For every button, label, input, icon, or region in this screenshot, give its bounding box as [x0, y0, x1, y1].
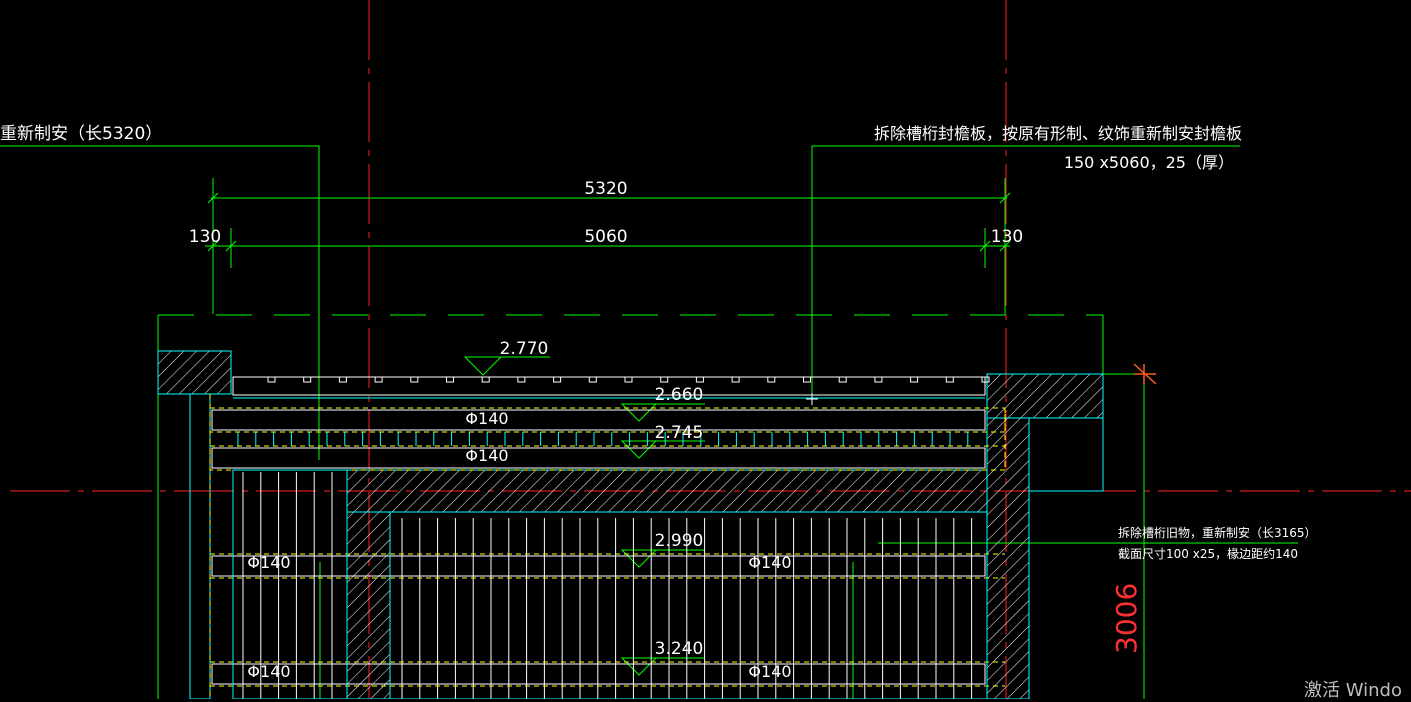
dim-5060-tick-d: [999, 240, 1011, 252]
pipe-label-row4-right: Φ140: [748, 662, 791, 681]
masonry-hatch: [157, 350, 1104, 699]
rafter-end: [838, 376, 847, 383]
pipe-label-row3-left: Φ140: [247, 553, 290, 572]
rafter-end: [945, 376, 954, 383]
rafter-end: [981, 376, 990, 383]
leader-top-right: [811, 145, 1240, 398]
leaders-and-dimensions: [0, 145, 1298, 699]
rafter-end: [731, 376, 740, 383]
rafter-end: [553, 376, 562, 383]
wall-left-top: [157, 350, 232, 395]
wall-left-strip: [189, 393, 211, 699]
rafter-end: [410, 376, 419, 383]
rafter-end: [338, 376, 347, 383]
eave-board: [232, 376, 990, 399]
pipe-label-row4-left: Φ140: [247, 662, 290, 681]
wall-right-inner: [1028, 417, 1104, 492]
elev-3240-marker: [620, 657, 658, 676]
rafter-end: [803, 376, 811, 383]
rafter-rows: [211, 409, 986, 685]
elevation-label-5: 3.240: [655, 639, 704, 659]
rafter-end: [660, 376, 669, 383]
axis-lines: [10, 0, 1411, 699]
elevation-label-3: 2.745: [655, 423, 704, 443]
dim-vertical-label: 3006: [1110, 583, 1143, 654]
note-right-1: 拆除槽桁旧物，重新制安（长3165）: [1118, 525, 1317, 540]
rafter-end: [767, 376, 776, 383]
rafter-end: [267, 376, 276, 383]
dim-5320-tick-right: [999, 192, 1011, 204]
elevation-label-1: 2.770: [500, 339, 549, 359]
rafter-end: [910, 376, 919, 383]
lower-panels: [232, 469, 988, 699]
dim-overall-label: 5320: [584, 179, 627, 199]
rafter-end: [374, 376, 383, 383]
elev-2660-marker: [620, 403, 658, 422]
leader-left: [0, 145, 320, 460]
wall-right-column: [986, 417, 1030, 699]
pipe-label-row2: Φ140: [465, 446, 508, 465]
dim-5060-tick-a: [207, 240, 219, 252]
pipe-label-row3-right: Φ140: [748, 553, 791, 572]
dim-5060-tick-c: [979, 240, 991, 252]
beam-horizontal: [346, 469, 988, 513]
note-top-2: 150 x5060，25（厚）: [1064, 153, 1234, 172]
rafter-lines: [237, 432, 973, 699]
dim-right-offset-label: 130: [991, 227, 1023, 247]
windows-activation-watermark: 激活 Windo: [1304, 680, 1402, 701]
rafter-end: [695, 376, 704, 383]
dim-inner-label: 5060: [584, 227, 627, 247]
elev-2745-marker: [620, 440, 658, 459]
rafter-end: [303, 376, 312, 383]
note-left: 重新制安（长5320）: [0, 124, 162, 144]
dim-5060-tick-b: [225, 240, 237, 252]
wall-right-top: [986, 373, 1104, 419]
cursor-crosshair: [806, 393, 818, 405]
cross-marker: [1133, 363, 1157, 385]
note-right-2: 截面尺寸100 x25，椽边距约140: [1118, 546, 1298, 561]
note-top-1: 拆除槽桁封檐板，按原有形制、纹饰重新制安封檐板: [874, 124, 1242, 143]
elevation-label-2: 2.660: [655, 385, 704, 405]
rafter-end: [874, 376, 883, 383]
rafter-end: [588, 376, 597, 383]
elevation-label-4: 2.990: [655, 531, 704, 551]
rafter-end: [446, 376, 454, 383]
purlins: [209, 394, 1006, 699]
rafter-ends: [267, 376, 990, 383]
pipe-label-row1: Φ140: [465, 409, 508, 428]
elev-2770-marker: [463, 356, 503, 376]
rafter-end: [624, 376, 633, 383]
column-left: [346, 511, 391, 699]
dim-left-offset-label: 130: [189, 227, 221, 247]
rafter-end: [481, 376, 490, 383]
elev-2990-marker: [620, 549, 658, 568]
dim-5320-tick-left: [207, 192, 219, 204]
rafter-end: [517, 376, 526, 383]
